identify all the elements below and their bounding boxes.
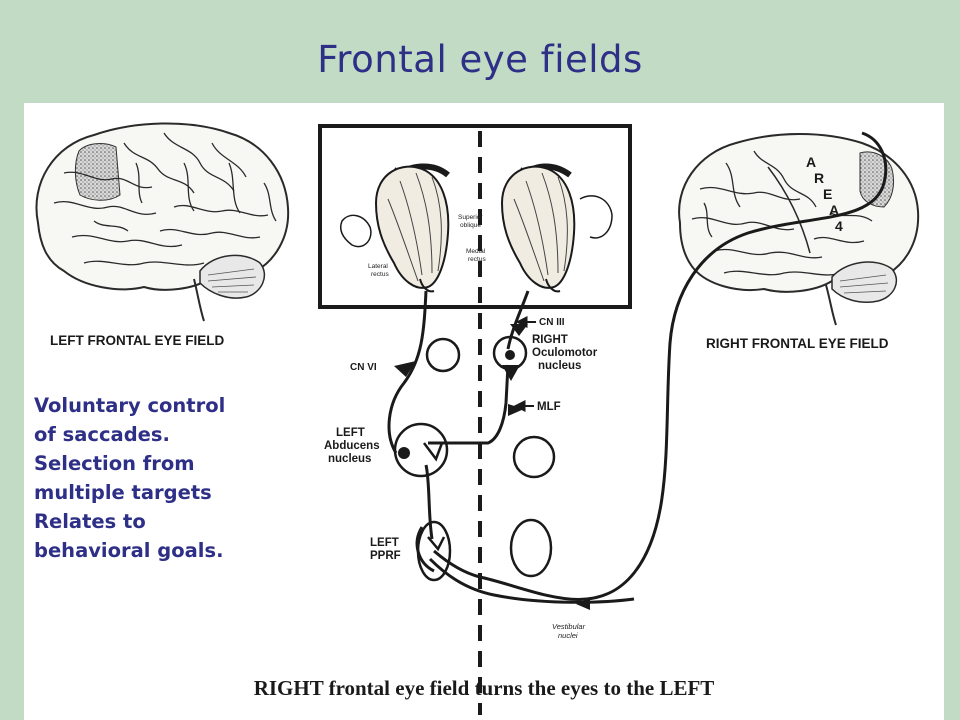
svg-text:E: E [823, 186, 832, 202]
left-oculomotor-nucleus [425, 337, 461, 373]
eyes-frame [318, 124, 632, 309]
left-pprf-label-1: LEFT [370, 537, 399, 549]
left-abducens-label-2: Abducens [324, 440, 380, 452]
right-fef-label: RIGHT FRONTAL EYE FIELD [706, 336, 889, 351]
right-oculomotor-label-2: Oculomotor [532, 347, 598, 359]
svg-text:4: 4 [835, 218, 843, 234]
lateral-rectus-label-2: rectus [371, 271, 389, 278]
caption-line: Voluntary control [34, 394, 226, 417]
area4-label: A R E A 4 [806, 154, 843, 234]
caption-line: multiple targets [34, 481, 212, 504]
left-pprf [416, 520, 452, 582]
left-fef-label: LEFT FRONTAL EYE FIELD [50, 333, 224, 348]
left-eyeball [340, 165, 450, 293]
cn-iii-label: CN III [539, 317, 565, 328]
abducens-interneuron [423, 442, 444, 462]
right-oculomotor-neuron [505, 350, 515, 360]
caption-text-block: Voluntary control of saccades. Selection… [34, 391, 264, 565]
left-abducens-nucleus [393, 422, 449, 478]
bottom-caption: RIGHT frontal eye field turns the eyes t… [253, 676, 715, 700]
superior-oblique-label-2: oblique [460, 222, 481, 229]
caption-line: Relates to [34, 510, 146, 533]
right-pprf [509, 518, 553, 578]
vestibular-label-2: nuclei [558, 631, 578, 640]
abducens-motor-neuron [398, 447, 410, 459]
right-brain-illustration [678, 133, 920, 326]
medial-rectus-label-2: rectus [468, 256, 486, 263]
vestibular-label-1: Vestibular [552, 622, 586, 631]
left-brain-illustration [35, 122, 290, 322]
mlf-label: MLF [537, 401, 561, 413]
right-eyeball [500, 165, 613, 293]
right-abducens-nucleus [512, 435, 556, 479]
slide-title: Frontal eye fields [317, 38, 643, 81]
pprf-neuron [427, 536, 446, 552]
diagram-panel: LEFT FRONTAL EYE FIELD [24, 103, 944, 720]
left-abducens-label-3: nucleus [328, 453, 371, 465]
svg-text:A: A [806, 154, 816, 170]
svg-text:R: R [814, 170, 824, 186]
eye-movement-diagram: LEFT FRONTAL EYE FIELD [35, 122, 920, 715]
right-oculomotor-label-1: RIGHT [532, 334, 568, 346]
right-oculomotor-nucleus [492, 335, 528, 371]
superior-oblique-label-1: Superior [458, 214, 483, 221]
left-abducens-label-1: LEFT [336, 427, 365, 439]
right-oculomotor-label-3: nucleus [538, 360, 581, 372]
neural-pathways [387, 131, 888, 604]
svg-text:A: A [829, 202, 839, 218]
caption-line: of saccades. [34, 423, 170, 446]
left-pprf-label-2: PPRF [370, 550, 401, 562]
lateral-rectus-label-1: Lateral [368, 263, 388, 270]
caption-line: behavioral goals. [34, 539, 224, 562]
cn-vi-label: CN VI [350, 362, 377, 373]
medial-rectus-label-1: Medial [466, 248, 486, 255]
caption-line: Selection from [34, 452, 195, 475]
